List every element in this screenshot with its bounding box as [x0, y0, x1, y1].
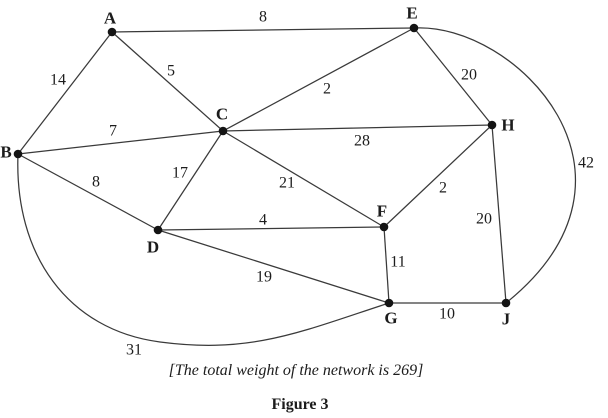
- node-dot-A: [107, 27, 117, 37]
- edge-F-G: [383, 226, 390, 304]
- node-label-C: C: [216, 105, 228, 124]
- edge-C-D: [157, 130, 224, 231]
- node-label-H: H: [501, 116, 514, 135]
- node-label-E: E: [406, 4, 417, 23]
- total-weight-note: [The total weight of the network is 269]: [168, 362, 424, 379]
- edge-B-C: [17, 130, 224, 155]
- edge-weight-F-H: 2: [439, 180, 447, 197]
- edge-weight-A-B: 14: [50, 72, 66, 89]
- edge-weight-B-D: 8: [92, 174, 100, 191]
- node-label-F: F: [377, 202, 387, 221]
- edge-weight-E-H: 20: [461, 67, 477, 84]
- edge-A-B: [17, 31, 113, 155]
- edge-D-F: [157, 226, 385, 231]
- node-dot-H: [487, 120, 497, 130]
- edge-weight-C-F: 21: [279, 175, 295, 192]
- edge-H-J: [491, 124, 507, 304]
- edge-weight-B-C: 7: [109, 123, 117, 140]
- edge-weight-D-F: 4: [259, 212, 267, 229]
- edge-weight-C-H: 28: [354, 133, 370, 150]
- edge-weight-E-J: 42: [578, 155, 594, 172]
- node-dot-C: [218, 126, 228, 136]
- edge-weight-B-G: 31: [126, 342, 142, 359]
- edge-weight-C-E: 2: [323, 81, 331, 98]
- node-label-A: A: [104, 9, 117, 28]
- node-label-G: G: [384, 309, 397, 328]
- edge-weight-F-G: 11: [390, 254, 405, 271]
- node-dot-J: [501, 298, 511, 308]
- edge-weight-C-D: 17: [172, 165, 188, 182]
- node-label-D: D: [147, 238, 159, 257]
- edge-A-E: [111, 27, 415, 33]
- node-dot-F: [379, 222, 389, 232]
- node-dot-B: [13, 149, 23, 159]
- edge-C-H: [222, 124, 493, 132]
- node-label-B: B: [0, 143, 11, 162]
- edge-weight-H-J: 20: [476, 211, 492, 228]
- node-label-J: J: [502, 310, 511, 329]
- edge-B-G: [17, 153, 390, 346]
- edge-E-J: [413, 27, 577, 304]
- edge-F-H: [383, 124, 493, 228]
- edge-weight-D-G: 19: [256, 269, 272, 286]
- node-dot-E: [409, 23, 419, 33]
- node-dot-D: [153, 225, 163, 235]
- edge-B-D: [17, 153, 159, 231]
- edge-weight-G-J: 10: [439, 306, 455, 323]
- edge-weight-A-E: 8: [259, 9, 267, 26]
- edge-C-F: [222, 130, 385, 228]
- edge-D-G: [157, 229, 390, 304]
- edge-weight-A-C: 5: [167, 63, 175, 80]
- edge-A-C: [111, 31, 224, 132]
- edge-E-H: [413, 27, 493, 126]
- figure-caption: Figure 3: [271, 396, 329, 413]
- node-dot-G: [384, 298, 394, 308]
- edge-C-E: [222, 27, 415, 132]
